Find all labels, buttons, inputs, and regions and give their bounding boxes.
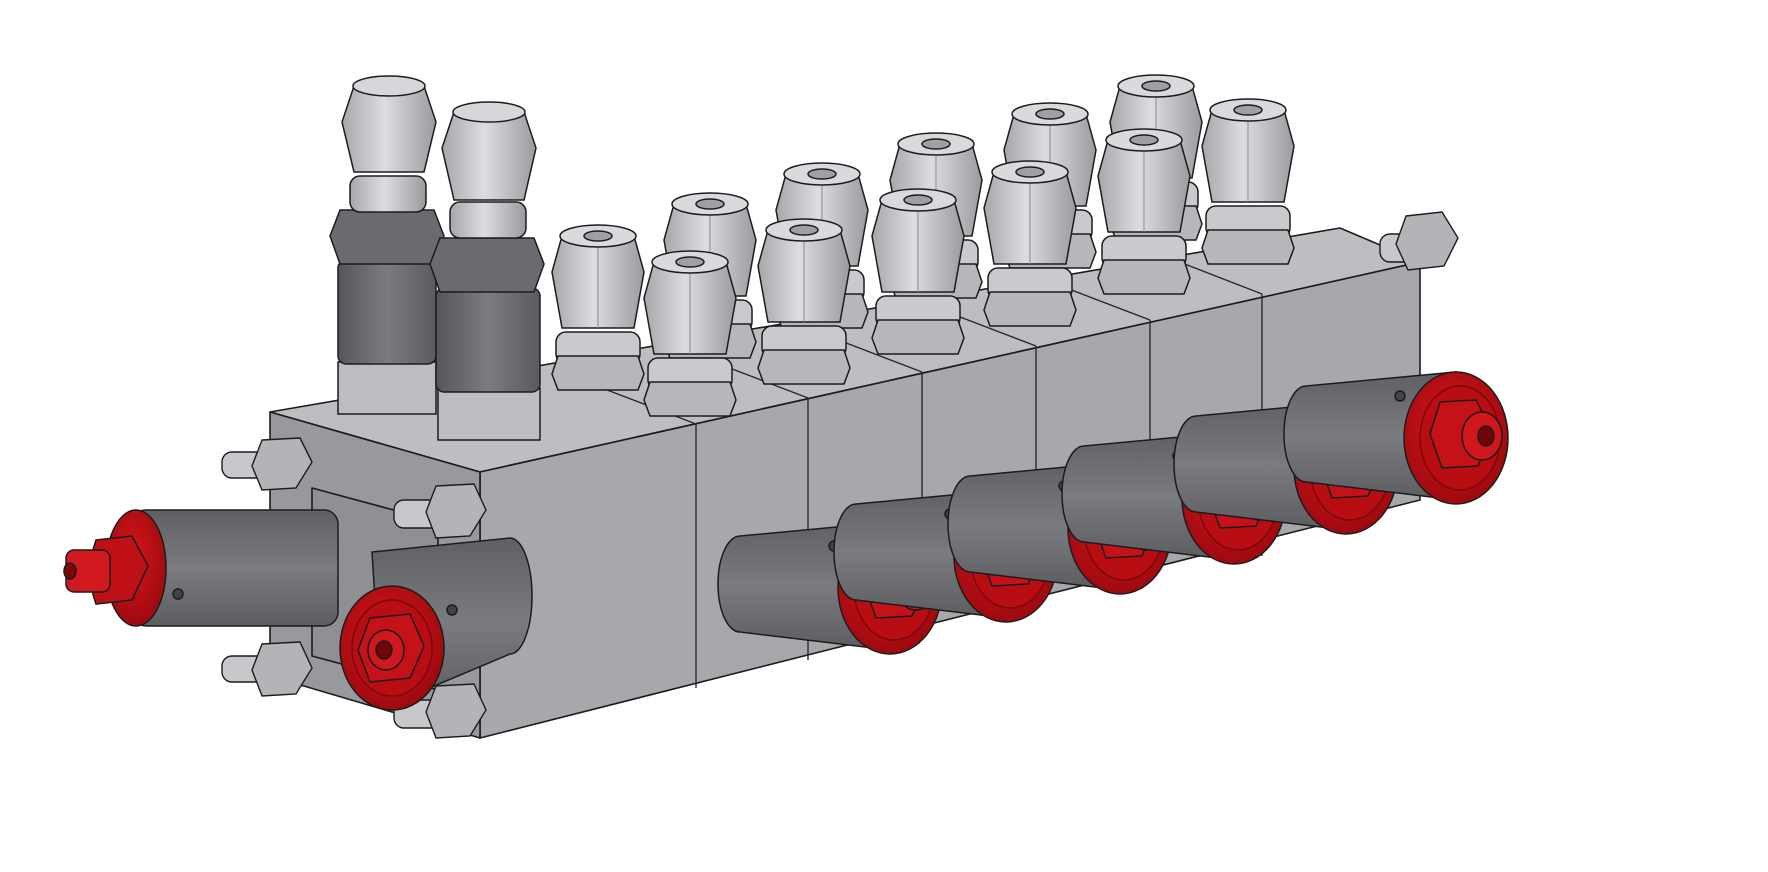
- check-valve-2: [429, 101, 545, 441]
- tube-fitting: [551, 224, 645, 391]
- stud-mid-left: [393, 483, 487, 539]
- tube-fitting: [1097, 128, 1191, 295]
- stud-right-end: [1379, 211, 1459, 271]
- solenoid-valves: [339, 371, 1509, 711]
- tube-fittings: [551, 74, 1295, 417]
- tube-fitting: [871, 188, 965, 355]
- tube-fitting: [643, 250, 737, 417]
- stud-bottom-left: [221, 641, 313, 697]
- stud-top-left: [221, 437, 313, 491]
- tube-fitting: [1201, 98, 1295, 265]
- check-valve-stacks: [329, 75, 545, 441]
- inlet-solenoid: [63, 509, 339, 627]
- solenoid-valve: [1283, 371, 1509, 505]
- tube-fitting: [983, 160, 1077, 327]
- inlet-front-solenoid: [339, 537, 533, 711]
- check-valve-1: [329, 75, 445, 415]
- tube-fitting: [757, 218, 851, 385]
